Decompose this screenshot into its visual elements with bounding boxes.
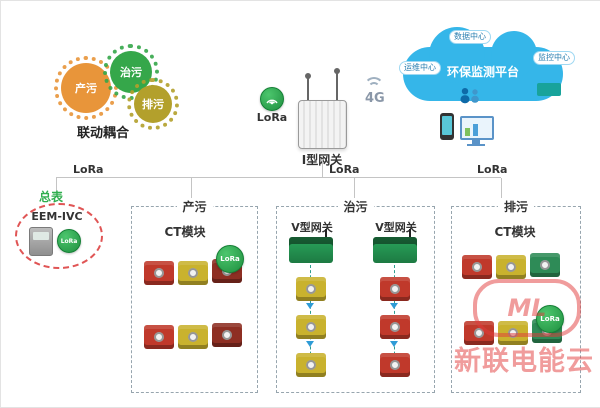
v-gateway-device	[289, 229, 333, 263]
signal-arcs-icon	[266, 99, 278, 105]
monitor-base	[467, 144, 485, 146]
drop-line-meter	[56, 178, 57, 193]
ct-module	[464, 321, 494, 345]
ct-module	[380, 315, 410, 339]
ct-module	[380, 277, 410, 301]
ct-module-label: CT模块	[164, 225, 206, 239]
section-production-pollution: 产污 CT模块 LoRa	[131, 198, 258, 393]
signal-arc-icon	[368, 82, 380, 94]
users-icon	[456, 87, 484, 108]
v-gateway-device	[373, 229, 417, 263]
monitor-stand	[472, 140, 480, 144]
ct-module	[496, 255, 526, 279]
linkage-caption: 联动耦合	[76, 126, 129, 141]
ct-module	[178, 325, 208, 349]
lora-badge: LoRa	[216, 245, 244, 273]
meter-title: 总表	[39, 190, 64, 204]
gateway-lora-label: LoRa	[256, 111, 288, 124]
ct-module	[462, 255, 492, 279]
gear-discharge: 排污	[127, 78, 179, 130]
gear-production-pollution: 产污	[54, 56, 118, 120]
section-title: 排污	[497, 198, 535, 215]
cloud-node-monitor-center: 监控中心	[533, 51, 575, 65]
ct-module	[296, 277, 326, 301]
gear-label: 产污	[75, 82, 97, 95]
ct-module	[296, 315, 326, 339]
lora-badge: LoRa	[57, 229, 81, 253]
lora-badge: LoRa	[536, 305, 564, 333]
drop-line-box2	[354, 178, 355, 206]
cloud-platform-title: 环保监测平台	[446, 65, 519, 79]
arrow-down-icon	[390, 341, 398, 347]
cloud-node-data-center: 数据中心	[449, 30, 491, 44]
section-title: 治污	[337, 198, 374, 215]
gateway-device	[298, 100, 347, 149]
section-title: 产污	[176, 198, 213, 215]
ct-module-label: CT模块	[494, 225, 536, 239]
cellular-4g-icon: 4G	[361, 77, 391, 109]
meter-model-label: EEM-IVC	[31, 210, 83, 223]
antenna-icon	[334, 68, 340, 101]
bus-lora-label-left: LoRa	[73, 163, 104, 176]
4g-label: 4G	[365, 91, 385, 106]
bus-line	[56, 177, 501, 178]
bus-lora-label-center: LoRa	[329, 163, 360, 176]
lora-signal-icon	[260, 87, 284, 111]
antenna-icon	[305, 73, 311, 101]
gear-label: 治污	[120, 66, 142, 79]
server-box-icon	[537, 83, 561, 96]
section-discharge: 排污 CT模块 LoRa	[451, 198, 581, 393]
ct-module	[212, 323, 242, 347]
v-gateway-label-left: V型网关	[291, 221, 333, 234]
arrow-down-icon	[306, 341, 314, 347]
arrow-down-icon	[390, 303, 398, 309]
drop-line-box1	[191, 178, 192, 206]
section-pollution-treatment: 治污 V型网关 V型网关	[276, 198, 435, 393]
bus-lora-label-right: LoRa	[477, 163, 508, 176]
signal-arc-icon	[364, 77, 384, 97]
ct-module	[144, 261, 174, 285]
meter-group-outline	[15, 203, 103, 269]
drop-line-gateway	[322, 159, 323, 177]
energy-meter-icon	[29, 227, 53, 256]
drop-line-box3	[501, 178, 502, 206]
cloud-node-ops-center: 运维中心	[399, 61, 441, 75]
ct-module	[530, 253, 560, 277]
ct-module	[296, 353, 326, 377]
ct-module	[144, 325, 174, 349]
ct-module	[498, 321, 528, 345]
monitor-icon	[460, 116, 494, 140]
gear-label: 排污	[142, 98, 164, 111]
ct-module	[380, 353, 410, 377]
phone-icon	[440, 113, 454, 140]
arrow-down-icon	[306, 303, 314, 309]
cloud-shape	[491, 31, 537, 77]
ct-module	[178, 261, 208, 285]
v-gateway-label-right: V型网关	[375, 221, 417, 234]
